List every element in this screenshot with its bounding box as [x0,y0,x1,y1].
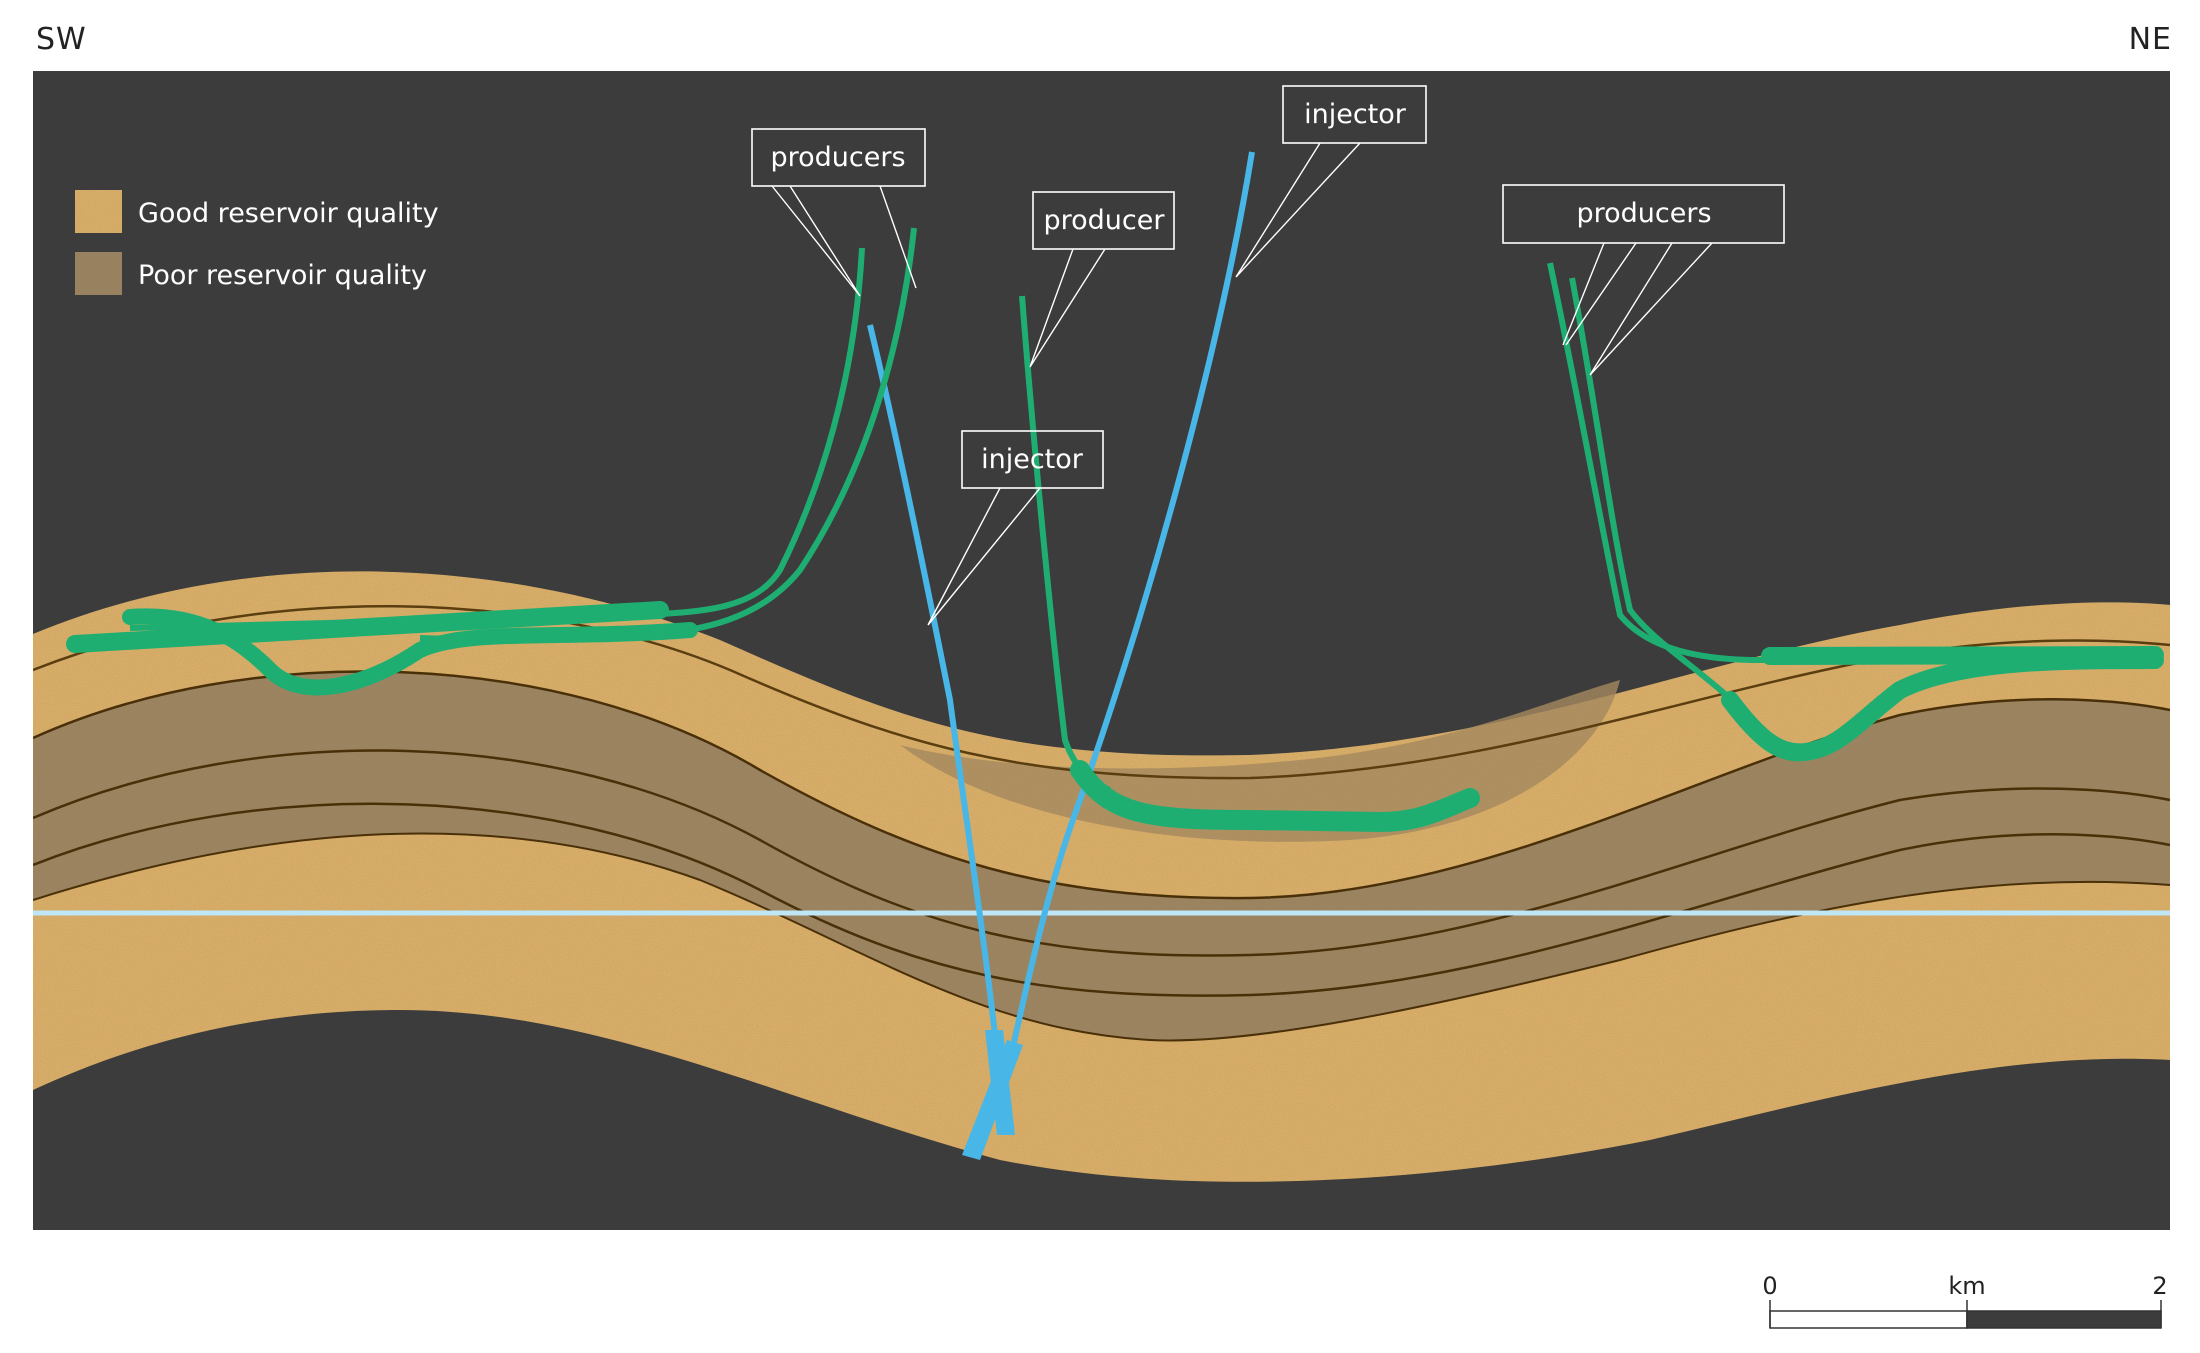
horizon-line [33,749,2170,957]
callout-leader [1029,248,1106,368]
horizon-line [33,802,2170,997]
legend-swatch-poor [75,252,122,295]
callout-label-injector-top: injector [1304,99,1407,130]
horizon-line [33,832,2170,1042]
legend-label-poor: Poor reservoir quality [138,260,427,291]
callout-label-producers-right: producers [1576,198,1711,229]
legend-label-good: Good reservoir quality [138,198,439,229]
scale-bar [1769,1300,2162,1329]
horizon-line [33,670,2170,900]
callout-box-injector-center [961,430,1104,489]
direction-label-ne: NE [2128,22,2172,57]
callout-leader [1562,242,1713,376]
callout-box-producers-right [1502,184,1785,244]
producer-lateral-right [1721,651,2164,762]
producer-lateral-left [66,601,669,653]
producer-well-right-1 [1547,262,2141,664]
injector-well-center [867,324,1008,1131]
callout-box-producers-left [751,128,926,187]
scale-label-unit: km [1948,1272,1985,1300]
callout-leader [771,185,917,297]
callout-box-producer-center [1032,191,1175,250]
callout-leader [927,487,1041,626]
callout-box-injector-top [1282,85,1427,144]
callout-label-injector-center: injector [981,444,1084,475]
scale-label-end: 2 [2152,1272,2167,1300]
injector-completion [962,1040,1023,1160]
producer-well-left-1 [129,247,865,631]
producer-well-right-2 [1569,277,1763,732]
callout-label-producer-center: producer [1044,205,1166,236]
producer-lateral-left [122,608,698,696]
legend-swatch-good [75,190,122,233]
scale-label-start: 0 [1762,1272,1777,1300]
callout-leader [1235,142,1361,278]
callout-label-producers-left: producers [770,142,905,173]
direction-label-sw: SW [36,22,87,57]
producer-lateral-center [1070,760,1480,833]
injector-well-top [1007,151,1255,1061]
reservoir-poor-quality-band [33,671,2170,1041]
